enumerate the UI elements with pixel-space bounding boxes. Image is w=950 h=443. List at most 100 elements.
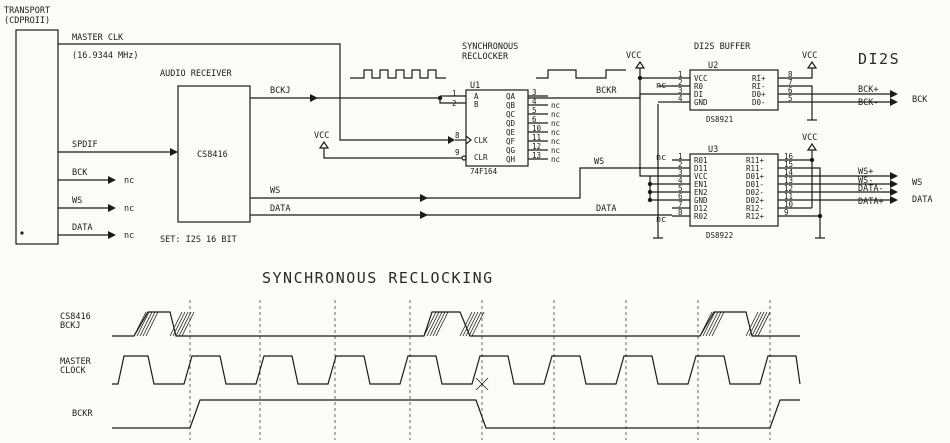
u1-clk-edge-icon	[465, 135, 472, 145]
u3-lname-0: R01	[694, 156, 708, 165]
timing-title: SYNCHRONOUS RECLOCKING	[262, 269, 494, 287]
u3-rname-7: R12+	[746, 212, 765, 221]
data-main-arrow	[420, 211, 428, 219]
node-gnd	[647, 197, 653, 203]
u2-lnum-1: 2	[678, 78, 683, 87]
timing-bckj-l1: CS8416	[60, 312, 91, 322]
u3-rname-6: R12-	[746, 204, 764, 213]
data-plus-arrow	[890, 196, 898, 204]
node-r11	[809, 157, 815, 163]
timing-bckj-l2: BCKJ	[60, 321, 80, 331]
bckj-hatch-4-0	[459, 311, 473, 337]
u2-vcc-symbol-icon	[634, 60, 646, 69]
bckj-waveform	[112, 311, 800, 337]
transport-label: TRANSPORT	[4, 6, 50, 16]
u3-rname-5: D02+	[746, 196, 765, 205]
u2-part: DS8921	[706, 115, 733, 124]
bckr-waveform-icon	[536, 69, 626, 79]
master-clk-freq: (16.9344 MHz)	[72, 51, 139, 61]
u1-pin-a: A	[474, 92, 479, 101]
bckj-hatch-0-2	[139, 311, 153, 337]
u1-pin-clk: CLK	[474, 136, 488, 145]
u3-rnum-2: 14	[784, 168, 794, 177]
u3-rname-0: R11+	[746, 156, 765, 165]
node-en2	[647, 189, 653, 195]
bckj-hatch-4-4	[471, 311, 485, 337]
bckj-trace	[112, 311, 800, 337]
cs8416-box	[177, 85, 251, 223]
bckj-hatch-3-4	[181, 311, 195, 337]
u1-out-nc-3: nc	[551, 119, 560, 128]
node-r12	[817, 213, 823, 219]
data-minus-arrow	[890, 188, 898, 196]
u2-vcc-label: VCC	[626, 51, 641, 61]
bck-nc: nc	[124, 176, 134, 186]
master-clk-wire	[58, 43, 448, 141]
u3-vcc-right-icon	[806, 142, 818, 151]
bckj-hatch-0-0	[133, 311, 147, 337]
data-arrow	[108, 231, 116, 239]
bckj-hatch-0-4	[145, 311, 159, 337]
u1-out-nc-1: nc	[551, 101, 560, 110]
u3-nc-bottom: nc	[656, 215, 666, 225]
data-mid-label: DATA	[596, 204, 616, 214]
mclk-waveform-icon	[350, 69, 446, 79]
bckj-hatch-5-1	[748, 311, 762, 337]
u2-vcc-right-label: VCC	[802, 51, 817, 61]
u2-lname-1: R0	[694, 82, 704, 91]
u2-box	[689, 69, 779, 111]
bckj-hatch-5-2	[751, 311, 765, 337]
u3-box	[689, 153, 779, 227]
u3-part: DS8922	[706, 231, 733, 240]
data-plus-label: DATA+	[858, 197, 884, 207]
data-minus-label: DATA-	[858, 184, 884, 194]
sync-label-1: SYNCHRONOUS	[462, 42, 518, 52]
u3-r11-wire	[798, 150, 813, 161]
u1-out-nc-4: nc	[551, 128, 560, 137]
u3-lnum-6: 7	[678, 200, 683, 209]
master-clk-label: MASTER CLK	[72, 33, 124, 43]
u2-ri-minus-wire	[798, 85, 813, 120]
bckj-hatch-3-3	[178, 311, 192, 337]
bckj-hatch-5-3	[754, 311, 768, 337]
u3-rnum-6: 10	[784, 200, 794, 209]
u2-vcc-right-icon	[806, 60, 818, 69]
bck-out-label: BCK	[912, 95, 928, 105]
u3-lnum-3: 4	[678, 176, 683, 185]
u3-rnum-3: 13	[784, 176, 793, 185]
u1-pin1-num: 1	[452, 89, 457, 98]
sync-label-2: RECLOCKER	[462, 52, 509, 62]
u1-out-2: QC	[506, 110, 515, 119]
bck-plus-arrow	[890, 90, 898, 98]
mclk-trace	[112, 355, 801, 385]
di2s-title: DI2S	[858, 50, 900, 68]
bckr-label: BCKR	[596, 86, 617, 96]
bckj-hatch-4-3	[468, 311, 482, 337]
u2-rnum-2: 6	[788, 86, 793, 95]
u1-out-num-5: 11	[532, 133, 541, 142]
u1-out-1: QB	[506, 101, 516, 110]
u1-out-nc-5: nc	[551, 137, 560, 146]
bckj-hatch-1-4	[435, 311, 449, 337]
u1-part: 74F164	[470, 167, 498, 176]
bckj-hatch-4-2	[465, 311, 479, 337]
u3-rname-3: D01-	[746, 180, 764, 189]
u3-rname-4: D02-	[746, 188, 764, 197]
u1-out-0: QA	[506, 92, 516, 101]
u1-out-nc-7: nc	[551, 155, 560, 164]
u3-lnum-0: 1	[678, 152, 683, 161]
bckr-waveform	[112, 399, 800, 429]
u3-lnum-1: 2	[678, 160, 683, 169]
u3-rnum-1: 15	[784, 160, 793, 169]
u3-lname-5: GND	[694, 196, 708, 205]
audio-receiver-label: AUDIO RECEIVER	[160, 69, 233, 79]
bckj-node	[437, 95, 443, 101]
u1-out-num-4: 10	[532, 124, 542, 133]
u1-pin-clr: CLR	[474, 153, 488, 162]
u2-rname-1: RI-	[752, 82, 766, 91]
u1-vcc-symbol-icon	[318, 140, 330, 149]
u3-vcc-right-label: VCC	[802, 133, 817, 143]
ws-plus-label: WS+	[858, 167, 873, 177]
